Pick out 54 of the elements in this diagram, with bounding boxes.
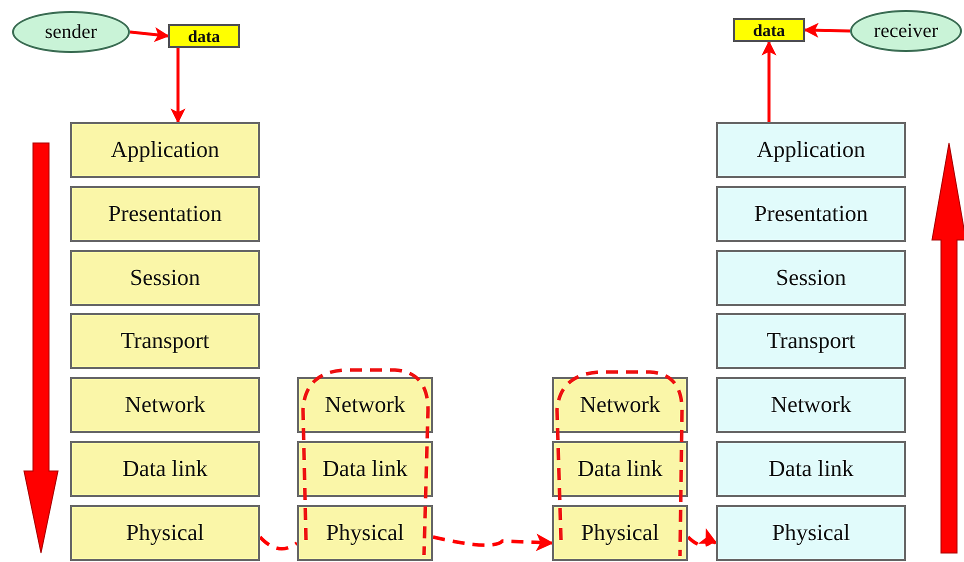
layer-box [716, 313, 906, 369]
node-label: Network [580, 390, 660, 419]
layer-box [552, 441, 688, 497]
node-label: Session [776, 264, 846, 292]
node-label: Application [756, 136, 866, 164]
layer-box [70, 441, 260, 497]
layer-box [70, 186, 260, 242]
dashed-arrow [432, 534, 554, 552]
node-label: Physical [581, 518, 659, 547]
layer-box [716, 505, 906, 561]
layer-box [552, 505, 688, 561]
layer-box [716, 441, 906, 497]
node-label: Data link [768, 454, 854, 483]
node-label: data [188, 28, 220, 44]
node-label: Presentation [754, 200, 868, 228]
node-label: Data link [578, 454, 662, 483]
node-label: data [752, 22, 786, 38]
node-label: Session [130, 264, 200, 292]
node-label: Physical [126, 518, 204, 547]
block-arrow [23, 142, 59, 554]
node-label: Transport [766, 326, 856, 355]
layer-box [552, 377, 688, 433]
node-label: Data link [122, 454, 208, 483]
block-arrow [931, 142, 964, 554]
layer-box [70, 122, 260, 178]
layer-box [70, 505, 260, 561]
layer-box [70, 377, 260, 433]
data-tag [733, 18, 805, 42]
node-label: Application [110, 136, 220, 164]
arrow [762, 40, 776, 122]
arrow [130, 27, 170, 42]
node-label: Network [770, 390, 852, 419]
node-label: receiver [874, 19, 938, 44]
layer-box [297, 377, 433, 433]
node-label: sender [44, 20, 98, 45]
arrow [804, 22, 850, 38]
layer-box [716, 377, 906, 433]
layer-box [716, 250, 906, 306]
node-label: Physical [326, 518, 404, 547]
node-label: Physical [772, 518, 850, 547]
layer-box [70, 250, 260, 306]
layer-box [297, 441, 433, 497]
layer-box [716, 186, 906, 242]
layer-box [297, 505, 433, 561]
node-label: Transport [120, 326, 210, 355]
node-label: Network [324, 390, 406, 419]
data-tag [168, 24, 240, 48]
layer-box [716, 122, 906, 178]
node-label: Data link [322, 454, 408, 483]
layer-box [70, 313, 260, 369]
arrow [170, 48, 186, 124]
node-label: Presentation [108, 200, 222, 228]
dashed-arrow [686, 528, 718, 547]
node-label: Network [124, 390, 206, 419]
